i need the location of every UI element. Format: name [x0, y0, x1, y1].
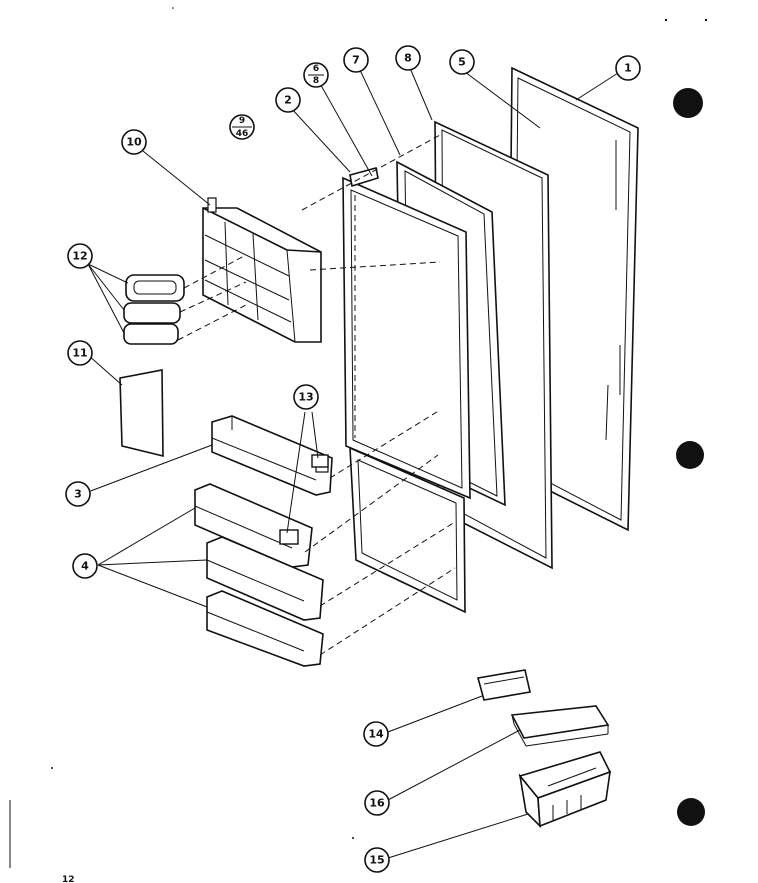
binder-hole-bottom	[677, 798, 705, 826]
callout-14: 14	[363, 721, 389, 747]
scan-specks	[51, 7, 708, 839]
callout-2-label: 2	[284, 94, 292, 107]
callout-10: 10	[121, 129, 147, 155]
callout-13-label: 13	[298, 391, 313, 404]
door-bins	[97, 483, 324, 667]
callout-16: 16	[364, 790, 390, 816]
callout-7-label: 7	[352, 54, 360, 67]
callout-11: 11	[67, 340, 93, 366]
callout-9-over-46: 9 46	[229, 114, 255, 140]
small-panel	[87, 354, 164, 458]
callout-2: 2	[275, 87, 301, 113]
door-liner-lower	[349, 446, 466, 614]
callout-4: 4	[72, 553, 98, 579]
callout-6-over-8-top: 6	[313, 64, 319, 74]
callout-6-over-8-bottom: 8	[313, 76, 319, 86]
door-liner	[342, 167, 471, 500]
storage-containers	[87, 254, 247, 345]
callout-4-label: 4	[81, 560, 89, 573]
callout-1: 1	[615, 55, 641, 81]
callout-16-label: 16	[369, 797, 385, 810]
callout-3-label: 3	[74, 488, 82, 501]
binder-holes	[673, 88, 705, 826]
callout-9-over-46-top: 9	[239, 116, 245, 126]
callout-12-label: 12	[72, 250, 87, 263]
binder-hole-top	[673, 88, 703, 118]
callout-5-label: 5	[458, 56, 466, 69]
bin-clips	[279, 411, 329, 545]
callout-15-label: 15	[369, 854, 384, 867]
callout-8: 8	[395, 45, 421, 71]
callout-10-label: 10	[126, 136, 142, 149]
callout-14-label: 14	[368, 728, 384, 741]
callout-8-label: 8	[404, 52, 412, 65]
callout-13: 13	[293, 384, 319, 410]
bin-lid	[387, 705, 610, 801]
callout-15: 15	[364, 847, 390, 873]
page-label: 12	[62, 875, 75, 883]
callout-11-label: 11	[72, 347, 87, 360]
assembly-guides	[304, 261, 456, 656]
ice-bin	[387, 751, 612, 859]
callout-3: 3	[65, 481, 91, 507]
callout-9-over-46-bottom: 46	[236, 129, 249, 139]
callout-5: 5	[449, 49, 475, 75]
door-leaders	[290, 67, 619, 211]
binder-hole-middle	[676, 441, 704, 469]
callout-6-over-8: 6 8	[303, 62, 329, 88]
callout-7: 7	[343, 47, 369, 73]
callout-12: 12	[67, 243, 93, 269]
small-tray	[387, 669, 531, 733]
shelf-frame	[137, 146, 322, 343]
callout-1-label: 1	[624, 62, 632, 75]
